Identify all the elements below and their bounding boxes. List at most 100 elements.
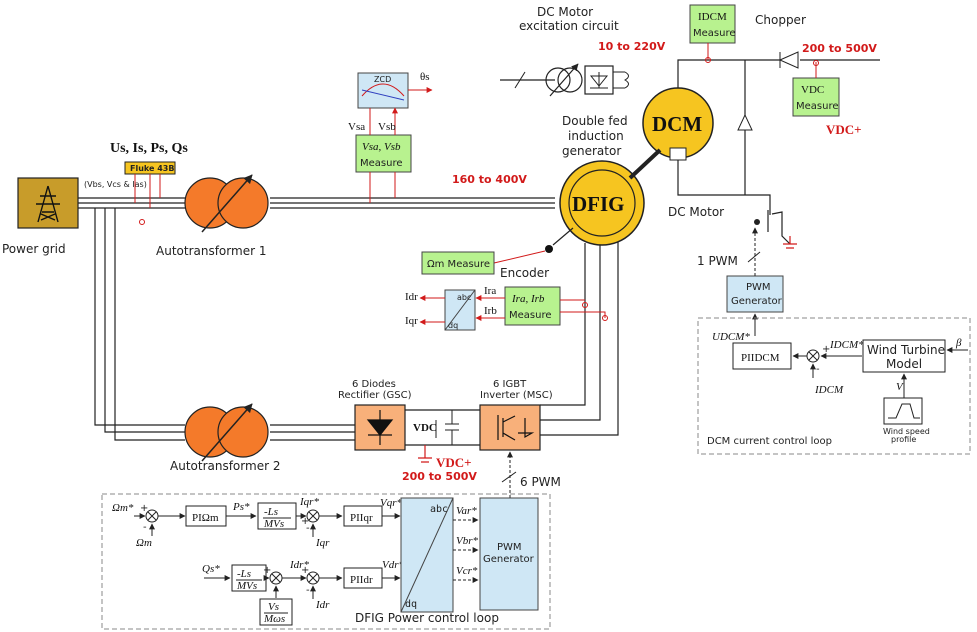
dcm-loop-v: V [896, 381, 904, 393]
dcm-loop-profile2: profile [891, 435, 916, 444]
inverter-msc: 6 IGBT Inverter (MSC) 6 PWM [479, 379, 561, 498]
vdc-measure: VDC Measure VDC+ [792, 60, 862, 137]
dc-excitation-range: 10 to 220V [598, 40, 666, 53]
transmission-tower-icon [36, 185, 60, 223]
dfig-loop-plus-3: + [263, 565, 271, 576]
vdc-plus-label: VDC+ [826, 122, 862, 137]
dfig-loop-pi-iqr: PIIqr [350, 512, 373, 524]
dcm-loop-turbine1: Wind Turbine [867, 343, 945, 357]
dfig-loop-plus-1: + [140, 503, 148, 514]
dcm-loop-udcm: UDCM* [712, 331, 750, 343]
vsab-in-a: Vsa [348, 121, 365, 133]
dfig-loop-vs: Vs [268, 601, 279, 613]
dcm-loop-pi: PIIDCM [741, 352, 780, 364]
dcm-loop-idcm-star: IDCM* [829, 339, 864, 351]
vsab-measure-line2: Measure [360, 158, 403, 169]
power-grid: Power grid [2, 177, 79, 256]
meter-device: Fluke 43B [130, 164, 174, 173]
inverter-line1: 6 IGBT [493, 379, 527, 390]
pwm-gen-top-line1: PWM [746, 282, 771, 293]
vdc-measure-line2: Measure [796, 101, 839, 112]
pwm-gen-top-line2: Generator [731, 296, 783, 307]
dfig-loop-vcr: Vcr* [456, 565, 478, 577]
abcdq-bottom: dq [448, 321, 458, 330]
dfig-generator: Double fed induction generator DFIG [540, 114, 662, 436]
dfig-loop-minus-4: - [306, 585, 310, 596]
dfig-loop-idr-ref: Idr* [289, 559, 309, 571]
idcm-measure-line2: Measure [693, 28, 736, 39]
irab-measure: Ira, Irb Measure Ira Irb [475, 285, 608, 326]
rectifier-vdc-plus: VDC+ [436, 455, 472, 470]
zcd-output: θs [420, 71, 430, 83]
dcm-loop-turbine2: Model [886, 357, 922, 371]
dc-motor: DCM DC Motor [642, 59, 745, 219]
abcdq-top: abc [457, 293, 471, 302]
dfig-loop-gain2: -Ls [237, 568, 251, 580]
vsab-measure-line1: Vsa, Vsb [362, 141, 401, 153]
abc-dq-transform: abc dq Idr Iqr [405, 289, 476, 331]
irab-ira: Ira [484, 285, 496, 297]
dfig-loop-idr: Idr [315, 599, 330, 611]
dcm-loop-beta: β [955, 337, 962, 349]
dfig-loop-pwm2: Generator [483, 554, 535, 565]
irab-measure-line2: Measure [509, 310, 552, 321]
inverter-pwm: 6 PWM [520, 475, 561, 489]
rectifier-line2: Rectifier (GSC) [338, 390, 412, 401]
dcm-label: DCM [652, 112, 702, 136]
autotransformer-1-label: Autotransformer 1 [156, 244, 266, 258]
dfig-loop-gain2b: MVs [236, 580, 257, 592]
dfig-loop-pi-idr: PIIdr [350, 574, 373, 586]
dfig-loop-mws: Mωs [263, 613, 285, 625]
dcm-loop-idcm: IDCM [814, 384, 844, 396]
dfig-loop-minus-2: - [306, 523, 310, 534]
rectifier-vdc: VDC [413, 422, 437, 434]
irab-measure-line1: Ira, Irb [511, 293, 545, 305]
dfig-loop-omega: Ωm [136, 537, 152, 549]
dfig-caption-1: Double fed [562, 114, 628, 128]
dcm-loop-minus: - [816, 364, 820, 375]
omega-measure: Ωm Measure [421, 251, 495, 275]
vsab-measure: Vsa, Vsb Measure Vsa Vsb [348, 108, 412, 203]
dfig-caption-3: generator [562, 144, 621, 158]
encoder-label: Encoder [500, 266, 549, 280]
omega-measure-label: Ωm Measure [427, 259, 490, 270]
rectifier-line1: 6 Diodes [352, 379, 396, 390]
dfig-loop-dq: dq [405, 599, 417, 610]
dfig-loop-vdr: Vdr* [382, 559, 405, 571]
rectifier-gsc: 6 Diodes Rectifier (GSC) VDC VDC+ 200 to… [338, 379, 480, 483]
dfig-label: DFIG [572, 192, 625, 216]
abcdq-idr: Idr [405, 291, 418, 303]
dcm-loop-profile1: Wind speed [883, 427, 930, 436]
dfig-loop-var: Var* [456, 505, 477, 517]
dfig-loop-gain1: -Ls [264, 506, 278, 518]
dfig-loop-vbr: Vbr* [456, 535, 479, 547]
dc-excitation-circuit: DC Motor excitation circuit 10 to 220V [500, 5, 666, 97]
dfig-power-control-loop: DFIG Power control loop Ωm* Ωm PIΩm Ps* … [101, 493, 551, 630]
abcdq-iqr: Iqr [405, 315, 418, 327]
dfig-loop-title: DFIG Power control loop [355, 611, 499, 625]
chopper: Chopper 200 to 500V [737, 13, 880, 249]
dfig-caption-2: induction [568, 129, 624, 143]
dc-excitation-line1: DC Motor [537, 5, 593, 19]
dfig-loop-plus-2: + [301, 516, 309, 527]
dfig-loop-iqr: Iqr [315, 537, 330, 549]
dfig-loop-plus-4: + [301, 565, 309, 576]
meter-quantities: Us, Is, Ps, Qs [110, 141, 188, 156]
dfig-loop-pwm1: PWM [497, 542, 522, 553]
pwm-generator-top: PWM Generator 1 PWM [697, 227, 784, 336]
autotransformer-2-label: Autotransformer 2 [170, 459, 280, 473]
fluke-meter: Us, Is, Ps, Qs Fluke 43B (Vbs, Vcs & Ias… [84, 141, 188, 225]
dfig-loop-gain1b: MVs [263, 518, 284, 530]
idcm-measure: IDCM Measure [689, 4, 736, 63]
dfig-loop-pi-omega: PIΩm [192, 512, 219, 524]
irab-irb: Irb [484, 305, 497, 317]
grid-bus-lines [78, 197, 555, 441]
vsab-in-b: Vsb [378, 121, 396, 133]
dfig-loop-omega-ref: Ωm* [112, 502, 134, 514]
dc-excitation-line2: excitation circuit [519, 19, 619, 33]
pwm-gen-top-pwm: 1 PWM [697, 254, 738, 268]
dcm-caption: DC Motor [668, 205, 724, 219]
power-grid-label: Power grid [2, 242, 66, 256]
chopper-range: 200 to 500V [802, 42, 877, 55]
